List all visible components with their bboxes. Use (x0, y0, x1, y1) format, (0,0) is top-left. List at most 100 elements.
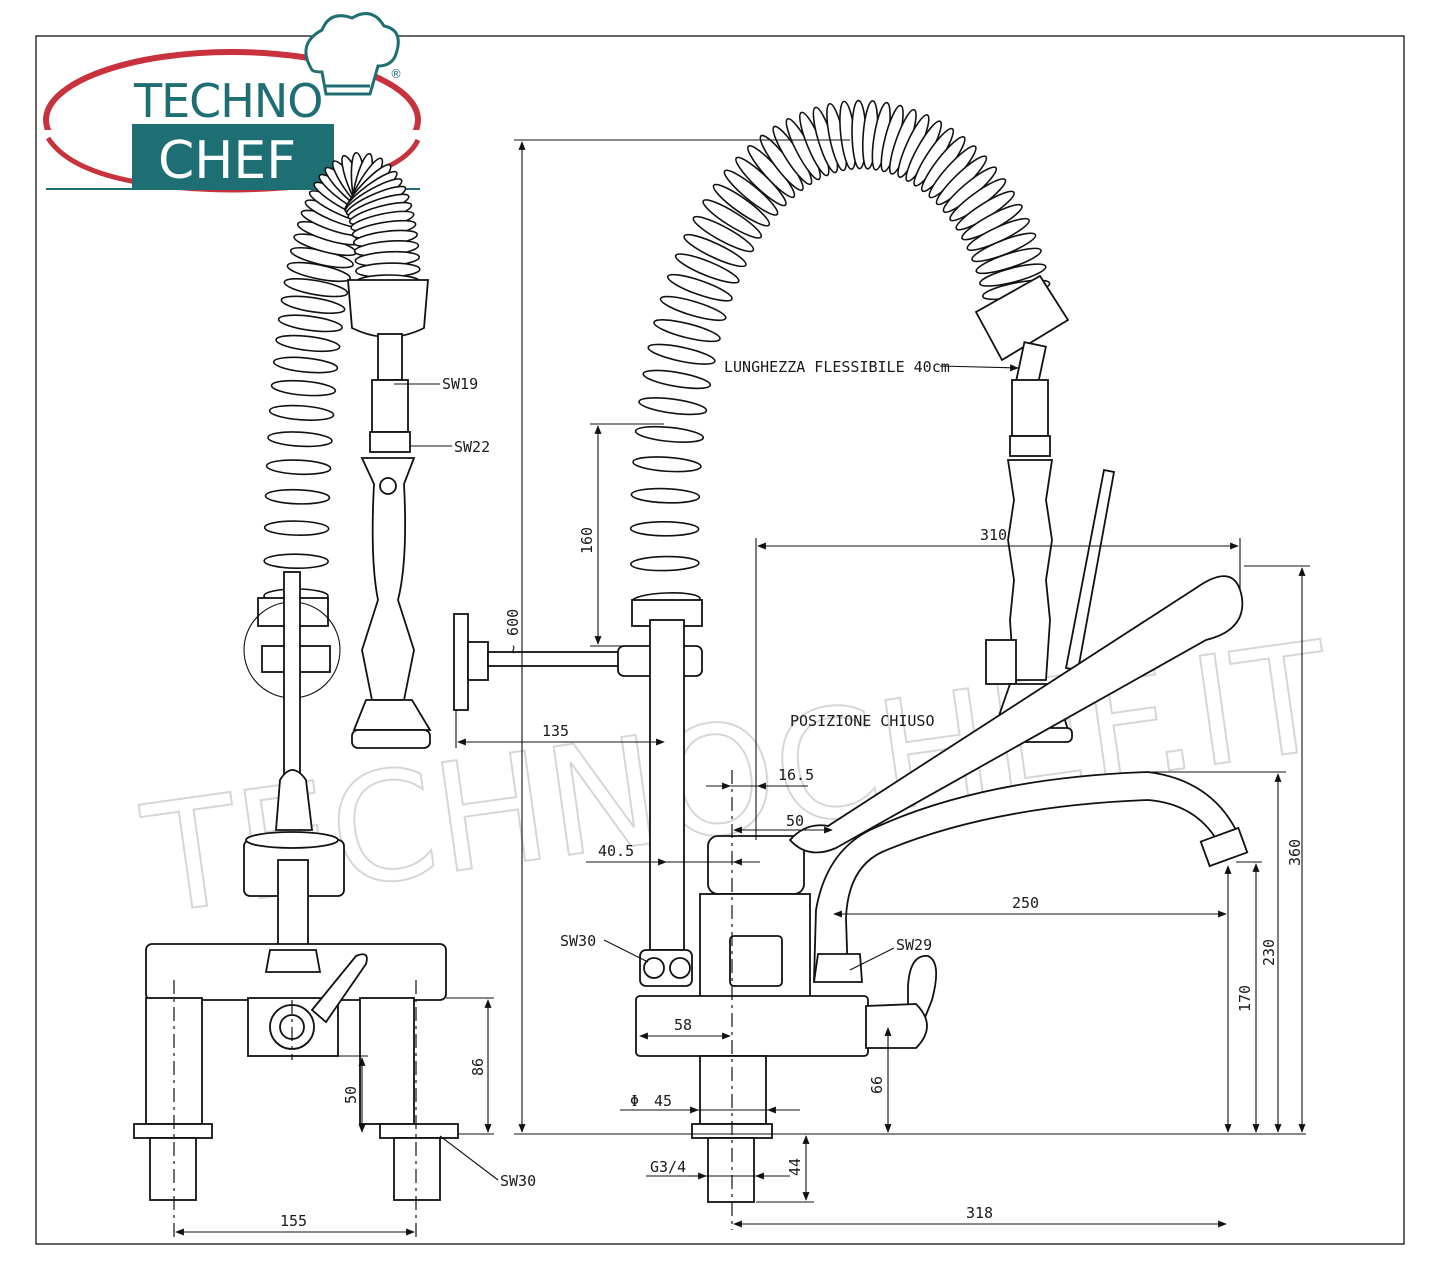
side-view: SW30 SW29 LUNGHEZZA FLESSIBILE 40cm POSI… (453, 99, 1310, 1230)
spring-coil-turn (630, 487, 701, 504)
spring-coil-turn (264, 488, 331, 505)
dim-155: 155 (280, 1212, 307, 1230)
front-swivel-arm (275, 769, 314, 831)
spring-coil-turn (272, 356, 339, 374)
spring-coil-turn (674, 253, 740, 284)
side-tap-end (865, 1003, 928, 1049)
dim-16-5: 16.5 (778, 766, 814, 784)
front-nut-sw22 (369, 431, 411, 453)
side-spring-coil (629, 99, 1051, 608)
front-valve-nut (264, 949, 322, 973)
front-spout-neck (277, 859, 309, 951)
spring-coil-turn (659, 295, 727, 322)
callout-sw19: SW19 (442, 375, 478, 393)
callout-sw30-side: SW30 (560, 932, 596, 950)
spring-coil-turn (629, 521, 700, 537)
spring-coil-turn (267, 431, 333, 448)
spring-coil-turn (683, 233, 747, 268)
dim-50-top: 50 (786, 812, 804, 830)
dim-318: 318 (966, 1204, 993, 1222)
spring-coil-turn (666, 273, 733, 302)
side-mixer-window (729, 935, 783, 987)
spring-coil-turn (632, 456, 702, 473)
spring-coil-turn (265, 459, 332, 476)
front-handle (310, 953, 368, 1024)
spring-coil-turn (270, 379, 337, 397)
dim-45-symbol: Φ (630, 1092, 639, 1110)
front-right-leg (359, 997, 415, 1125)
spring-coil-turn (275, 334, 341, 353)
front-right-flange (379, 1123, 459, 1139)
spring-coil-turn (634, 425, 705, 443)
callout-sw22: SW22 (454, 438, 490, 456)
logo-registered: ® (390, 67, 402, 81)
side-sw30-nut-a (643, 957, 665, 979)
spring-coil-turn (647, 343, 716, 365)
logo-chef: CHEF (158, 131, 296, 191)
side-column (699, 1055, 767, 1125)
front-left-thread (149, 1137, 197, 1201)
callout-sw30-front: SW30 (500, 1172, 536, 1190)
dim-g34: G3/4 (650, 1158, 686, 1176)
techno-chef-logo: TECHNO CHEF ® (40, 12, 440, 193)
side-valve-block (985, 639, 1017, 685)
dim-230: 230 (1260, 939, 1278, 966)
spring-coil-turn (263, 520, 330, 536)
spring-coil-turn (268, 404, 335, 421)
spring-coil-turn (263, 553, 329, 569)
dim-40-5: 40.5 (598, 842, 634, 860)
chef-hat-icon (304, 12, 400, 96)
callout-closed-position: POSIZIONE CHIUSO (790, 712, 935, 730)
front-column-rod (283, 571, 301, 783)
spring-coil-turn (630, 555, 700, 572)
front-spray-nozzle (352, 699, 432, 731)
side-sw29-nut (812, 953, 863, 983)
callout-line-sw30-side (603, 939, 649, 963)
front-nut-sw19 (371, 379, 409, 433)
logo-chef-box (132, 124, 334, 188)
side-sw30-nut-b (669, 957, 691, 979)
front-valve-screw (379, 477, 397, 495)
side-spout-nozzle (1199, 826, 1249, 868)
wall-plate-boss (467, 641, 489, 681)
side-spray-body (1006, 459, 1054, 681)
side-spray-head-cap (974, 274, 1070, 362)
spring-coil-turn (723, 169, 779, 216)
side-mixer-cap (707, 835, 805, 895)
callout-line-sw30-front (439, 1135, 499, 1181)
side-riser-tube (649, 619, 685, 951)
front-left-flange (133, 1123, 213, 1139)
spring-coil-turn (692, 215, 755, 253)
front-spray-head-cap (347, 279, 429, 338)
side-nut-upper (1011, 379, 1049, 437)
dim-58: 58 (674, 1016, 692, 1034)
spring-coil-turn (979, 263, 1047, 287)
spring-coil-turn (653, 319, 721, 343)
side-long-lever (788, 575, 1244, 854)
dim-310: 310 (980, 526, 1007, 544)
front-spring-coil (263, 151, 421, 604)
front-right-thread (393, 1137, 441, 1201)
dim-66: 66 (868, 1076, 886, 1094)
wall-plate (453, 613, 469, 711)
callout-line-hose (939, 364, 1019, 372)
dim-86: 86 (469, 1058, 487, 1076)
spring-coil-turn (283, 277, 349, 298)
callout-line-sw29 (849, 947, 895, 971)
spring-coil-turn (702, 199, 763, 239)
spring-coil-turn (638, 397, 708, 416)
side-base-plate (635, 995, 869, 1057)
dim-44: 44 (786, 1158, 804, 1176)
dim-600: ~ 600 (504, 609, 522, 654)
front-view: SW19 SW22 SW30 86 50 155 (133, 151, 536, 1238)
front-mixer-top (245, 831, 339, 849)
dim-170: 170 (1236, 985, 1254, 1012)
drawing-frame (35, 35, 1405, 1245)
callout-sw29: SW29 (896, 936, 932, 954)
front-spray-nozzle-tip (351, 729, 431, 749)
spring-coil-turn (712, 183, 771, 227)
dim-50-side: 50 (342, 1086, 360, 1104)
side-thread (707, 1137, 755, 1203)
dim-250: 250 (1012, 894, 1039, 912)
